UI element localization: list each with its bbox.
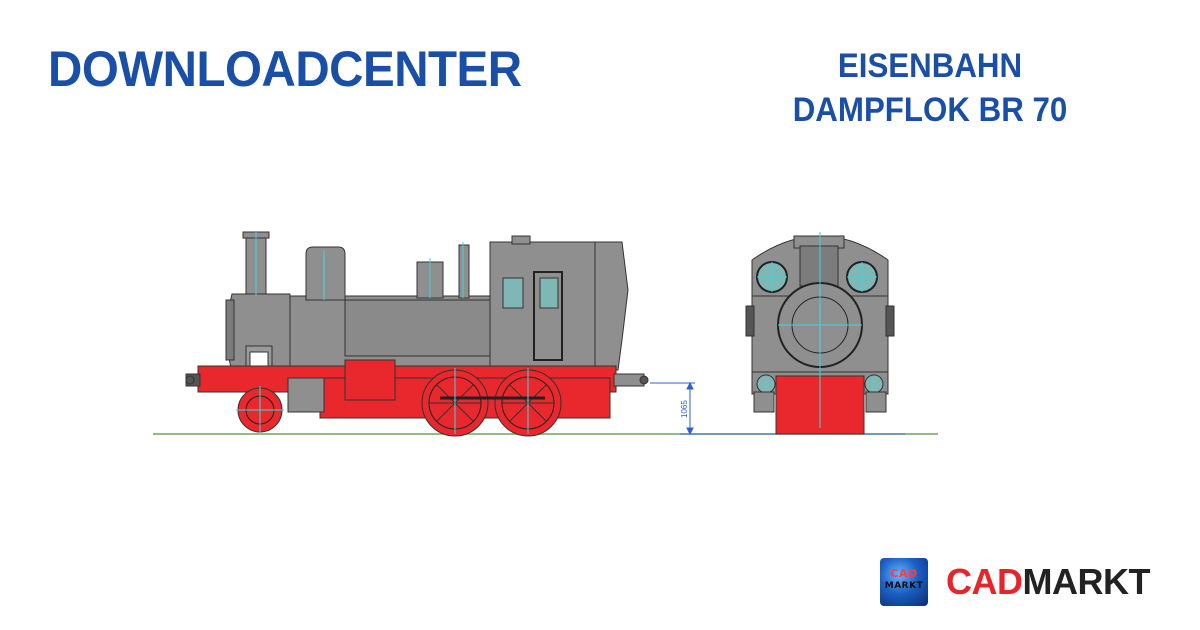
dimension-label: 1065	[680, 400, 689, 418]
brand[interactable]: CAD MARKT CADMARKT	[880, 557, 1150, 607]
cadmarkt-logo: CAD MARKT	[880, 558, 928, 606]
side-centerlines	[236, 232, 529, 434]
brand-name-markt: MARKT	[1022, 561, 1151, 602]
water-tank	[344, 299, 496, 357]
coal-bunker	[594, 241, 629, 371]
front-centerlines	[757, 232, 877, 428]
steam-dome	[305, 246, 346, 301]
brand-name-cad: CAD	[946, 561, 1023, 602]
brand-name: CADMARKT	[946, 561, 1150, 603]
subtitle-line-2: DAMPFLOK BR 70	[792, 91, 1068, 129]
subtitle-line-1: EISENBAHN	[837, 47, 1023, 85]
cab-door	[533, 271, 563, 361]
cab-window-1	[502, 277, 524, 309]
page-subtitle: EISENBAHN DAMPFLOK BR 70	[774, 44, 1087, 132]
side-view	[185, 231, 649, 437]
cab-window-2	[539, 277, 559, 309]
cylinder	[344, 359, 396, 401]
page-title: DOWNLOADCENTER	[48, 41, 522, 97]
